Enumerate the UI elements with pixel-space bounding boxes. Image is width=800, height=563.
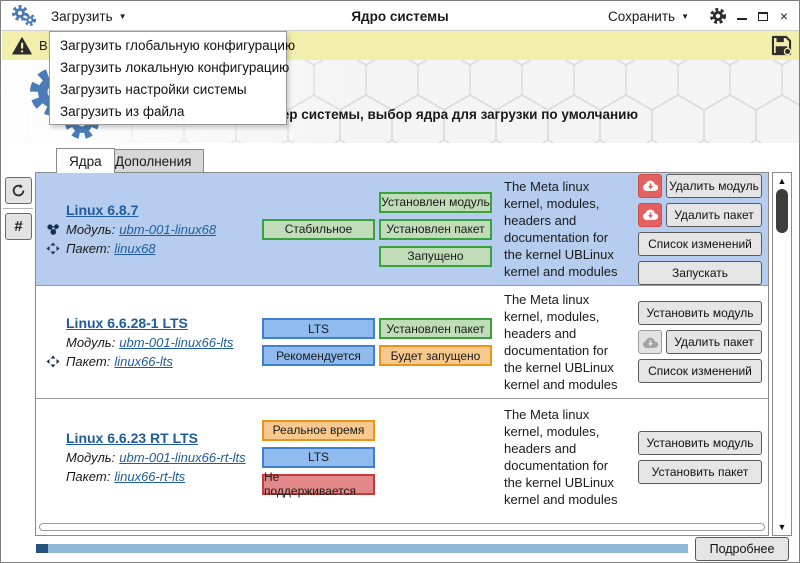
package-link[interactable]: linux66-lts: [114, 353, 173, 369]
kernel-title-link[interactable]: Linux 6.8.7: [66, 201, 139, 218]
status-badge: Установлен пакет: [379, 218, 492, 240]
kernel-info: Linux 6.6.28-1 LTS Модуль:ubm-001-linux66…: [40, 314, 262, 371]
chevron-down-icon: ▼: [118, 11, 127, 21]
row-divider: [36, 398, 768, 399]
menu-item-load-global-config[interactable]: Загрузить глобальную конфигурацию: [60, 37, 296, 53]
tab-addons-label: Дополнения: [115, 153, 192, 169]
hash-icon: #: [14, 218, 23, 235]
badge-column-1: Стабильное: [262, 218, 375, 240]
cloud-arrow-icon-button[interactable]: [638, 173, 662, 198]
status-badge: Стабильное: [262, 218, 375, 240]
status-badge: Запущено: [379, 245, 492, 267]
module-link[interactable]: ubm-001-linux68: [119, 221, 217, 237]
action-button[interactable]: Список изменений: [638, 359, 762, 383]
scroll-up-icon[interactable]: ▲: [777, 176, 787, 186]
settings-gear-icon[interactable]: [709, 7, 727, 25]
scrollbar-thumb[interactable]: [776, 189, 788, 233]
close-button[interactable]: ×: [779, 8, 789, 24]
action-button[interactable]: Установить модуль: [638, 301, 762, 325]
cloud-arrow-icon-button[interactable]: [638, 330, 662, 354]
save-config-floppy-icon[interactable]: [771, 35, 792, 56]
module-label: Модуль:: [66, 221, 116, 237]
kernel-title-link[interactable]: Linux 6.6.28-1 LTS: [66, 314, 188, 331]
details-button[interactable]: Подробнее: [695, 537, 789, 561]
package-icon: [40, 355, 66, 368]
package-label: Пакет:: [66, 468, 111, 484]
window-controls: ×: [735, 1, 791, 31]
package-label: Пакет:: [66, 240, 111, 256]
load-menu-button[interactable]: Загрузить ▼: [51, 1, 127, 31]
app-logo-gears-icon: [9, 4, 39, 28]
action-button[interactable]: Установить модуль: [638, 430, 762, 455]
package-label: Пакет:: [66, 353, 111, 369]
scroll-down-icon[interactable]: ▼: [777, 522, 787, 532]
cloud-arrow-icon-button[interactable]: [638, 202, 662, 227]
progress-bar: [36, 544, 688, 553]
menu-item-load-from-file[interactable]: Загрузить из файла: [60, 103, 185, 119]
action-button[interactable]: Удалить модуль: [666, 173, 762, 198]
warning-text: В: [39, 38, 48, 53]
status-badge: Установлен модуль: [379, 191, 492, 213]
kernel-row[interactable]: Linux 6.6.28-1 LTS Модуль:ubm-001-linux66…: [36, 286, 768, 398]
vertical-scrollbar[interactable]: ▲ ▼: [772, 172, 792, 536]
cluster-icon: [40, 223, 66, 236]
save-menu-button[interactable]: Сохранить ▼: [608, 1, 689, 31]
package-link[interactable]: linux66-rt-lts: [114, 468, 186, 484]
module-link[interactable]: ubm-001-linux66-lts: [119, 334, 234, 350]
kernel-row[interactable]: Linux 6.6.23 RT LTS Модуль:ubm-001-linux6…: [36, 399, 768, 515]
top-toolbar: Загрузить ▼ Ядро системы Сохранить ▼ ×: [1, 1, 799, 31]
kernel-description: The Meta linux kernel, modules, headers …: [504, 179, 618, 279]
progress-indicator: [36, 544, 48, 553]
menu-item-load-local-config[interactable]: Загрузить локальную конфигурацию: [60, 59, 290, 75]
side-toolbar-divider: [3, 208, 33, 209]
module-label: Модуль:: [66, 449, 116, 465]
warning-triangle-icon: [12, 36, 32, 55]
action-button[interactable]: Установить пакет: [638, 459, 762, 484]
tab-kernels[interactable]: Ядра: [56, 148, 115, 173]
action-button[interactable]: Список изменений: [638, 231, 762, 256]
row-divider: [36, 285, 768, 286]
kernel-title-link[interactable]: Linux 6.6.23 RT LTS: [66, 429, 198, 446]
status-badge: Будет запущено: [379, 345, 492, 366]
menu-item-load-system-settings[interactable]: Загрузить настройки системы: [60, 81, 247, 97]
load-menu-label: Загрузить: [51, 8, 113, 24]
status-badge: LTS: [262, 446, 375, 468]
tab-kernels-label: Ядра: [69, 153, 102, 169]
action-button[interactable]: Запускать: [638, 260, 762, 285]
refresh-button[interactable]: [5, 177, 32, 204]
action-button[interactable]: Удалить пакет: [666, 330, 762, 354]
tab-addons[interactable]: Дополнения: [102, 149, 205, 173]
badge-column-1: LTS Рекомендуется: [262, 318, 375, 366]
status-badge: Реальное время: [262, 419, 375, 441]
horizontal-scrollbar[interactable]: [39, 523, 765, 531]
hash-button[interactable]: #: [5, 213, 32, 240]
status-badge: Рекомендуется: [262, 345, 375, 366]
module-link[interactable]: ubm-001-linux66-rt-lts: [119, 449, 246, 465]
status-badge: Не поддерживается: [262, 470, 375, 498]
load-dropdown-menu: Загрузить глобальную конфигурацию Загруз…: [49, 31, 296, 125]
maximize-button[interactable]: [756, 8, 770, 24]
package-link[interactable]: linux68: [114, 240, 156, 256]
refresh-icon: [11, 183, 26, 198]
action-button[interactable]: Удалить пакет: [666, 202, 762, 227]
kernel-description: The Meta linux kernel, modules, headers …: [504, 407, 618, 507]
module-label: Модуль:: [66, 334, 116, 350]
kernel-description: The Meta linux kernel, modules, headers …: [504, 292, 618, 392]
status-badge: Установлен пакет: [379, 318, 492, 339]
chevron-down-icon: ▼: [681, 11, 689, 21]
save-menu-label: Сохранить: [607, 8, 676, 24]
status-badge: LTS: [262, 318, 375, 339]
minimize-button[interactable]: [735, 8, 749, 24]
package-icon: [40, 242, 66, 255]
kernel-info: Linux 6.6.23 RT LTS Модуль:ubm-001-linux6…: [40, 429, 262, 486]
